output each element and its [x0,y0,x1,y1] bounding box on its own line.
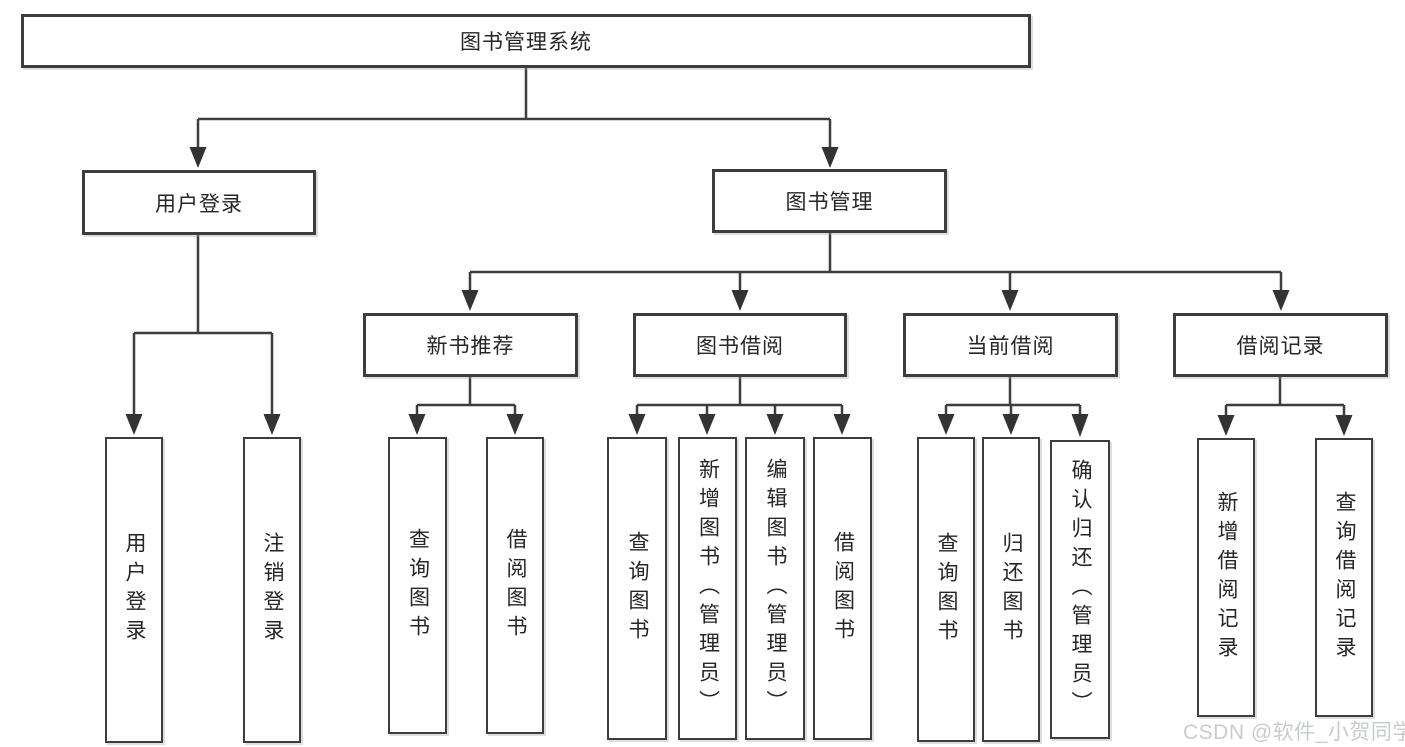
node-label: 用户登录 [155,192,243,216]
leaf-add-borrow-record: 新增借阅记录 [1197,438,1255,717]
arrow-down-icon [833,414,851,435]
arrow-down-icon [1001,290,1019,311]
leaf-logout: 注销登录 [243,437,301,743]
node-current-borrowing: 当前借阅 [903,313,1118,377]
arrow-down-icon [1071,414,1089,437]
arrow-down-icon [766,414,784,435]
leaf-label: 确认归还（管理员） [1069,459,1092,720]
arrow-down-icon [1272,290,1290,311]
arrow-down-icon [628,414,646,435]
arrow-down-icon [408,414,426,435]
leaf-query-borrow-record: 查询借阅记录 [1315,438,1373,717]
node-new-book-recommendation: 新书推荐 [363,313,578,377]
leaf-label: 借阅图书 [504,527,527,644]
leaf-edit-book-admin: 编辑图书（管理员） [745,437,805,740]
leaf-label: 新增借阅记录 [1215,490,1238,665]
leaf-query-books-borrow: 查询图书 [607,437,667,740]
leaf-confirm-return-admin: 确认归还（管理员） [1050,440,1110,739]
node-user-login: 用户登录 [82,170,316,235]
connector-current-borrow-branch [944,377,1082,417]
node-label: 新书推荐 [426,335,515,358]
watermark: CSDN @软件_小贺同学 [1183,721,1405,744]
leaf-label: 借阅图书 [831,530,855,647]
arrow-down-icon [731,290,749,311]
node-root-system: 图书管理系统 [21,14,1031,68]
leaf-label: 编辑图书（管理员） [764,458,787,719]
leaf-label: 查询图书 [406,527,430,644]
arrow-down-icon [506,414,524,435]
arrow-down-icon [1002,414,1020,435]
leaf-borrow-books: 借阅图书 [813,437,872,740]
node-label: 当前借阅 [966,335,1055,358]
arrow-down-icon [1335,415,1353,436]
arrow-down-icon [461,290,479,311]
leaf-label: 注销登录 [261,532,284,648]
leaf-label: 新增图书（管理员） [696,458,720,719]
arrow-down-icon [698,414,716,435]
leaf-borrow-books-recommend: 借阅图书 [486,437,544,734]
leaf-label: 查询图书 [626,530,649,647]
arrow-down-icon [263,414,281,435]
arrow-down-icon [125,414,143,435]
arrow-down-icon [1217,415,1235,436]
arrowheads [125,147,1353,437]
connector-root-to-level2 [196,68,832,150]
leaf-label: 查询借阅记录 [1333,490,1356,665]
node-label: 图书管理 [785,191,874,214]
leaf-query-books-current: 查询图书 [917,437,975,742]
leaf-query-books-recommend: 查询图书 [388,437,447,734]
connector-user-login-branch [132,235,274,417]
leaf-label: 用户登录 [123,532,146,648]
connector-new-book-branch [415,377,517,417]
node-label: 借阅记录 [1236,335,1325,358]
node-borrowing-records: 借阅记录 [1173,313,1388,377]
arrow-down-icon [937,414,955,435]
leaf-user-login: 用户登录 [105,437,163,743]
node-label: 图书借阅 [696,335,784,358]
connector-book-management-branch [468,233,1283,293]
arrow-down-icon [189,147,207,168]
leaf-return-book: 归还图书 [982,437,1040,742]
node-label: 图书管理系统 [460,31,592,54]
node-book-management: 图书管理 [712,169,947,233]
node-book-borrowing: 图书借阅 [633,313,847,377]
leaf-label: 归还图书 [1000,531,1023,648]
connector-borrow-record-branch [1224,377,1346,418]
connector-book-borrow-branch [635,377,844,417]
leaf-add-book-admin: 新增图书（管理员） [678,437,737,740]
arrow-down-icon [821,147,839,168]
leaf-label: 查询图书 [935,531,958,648]
